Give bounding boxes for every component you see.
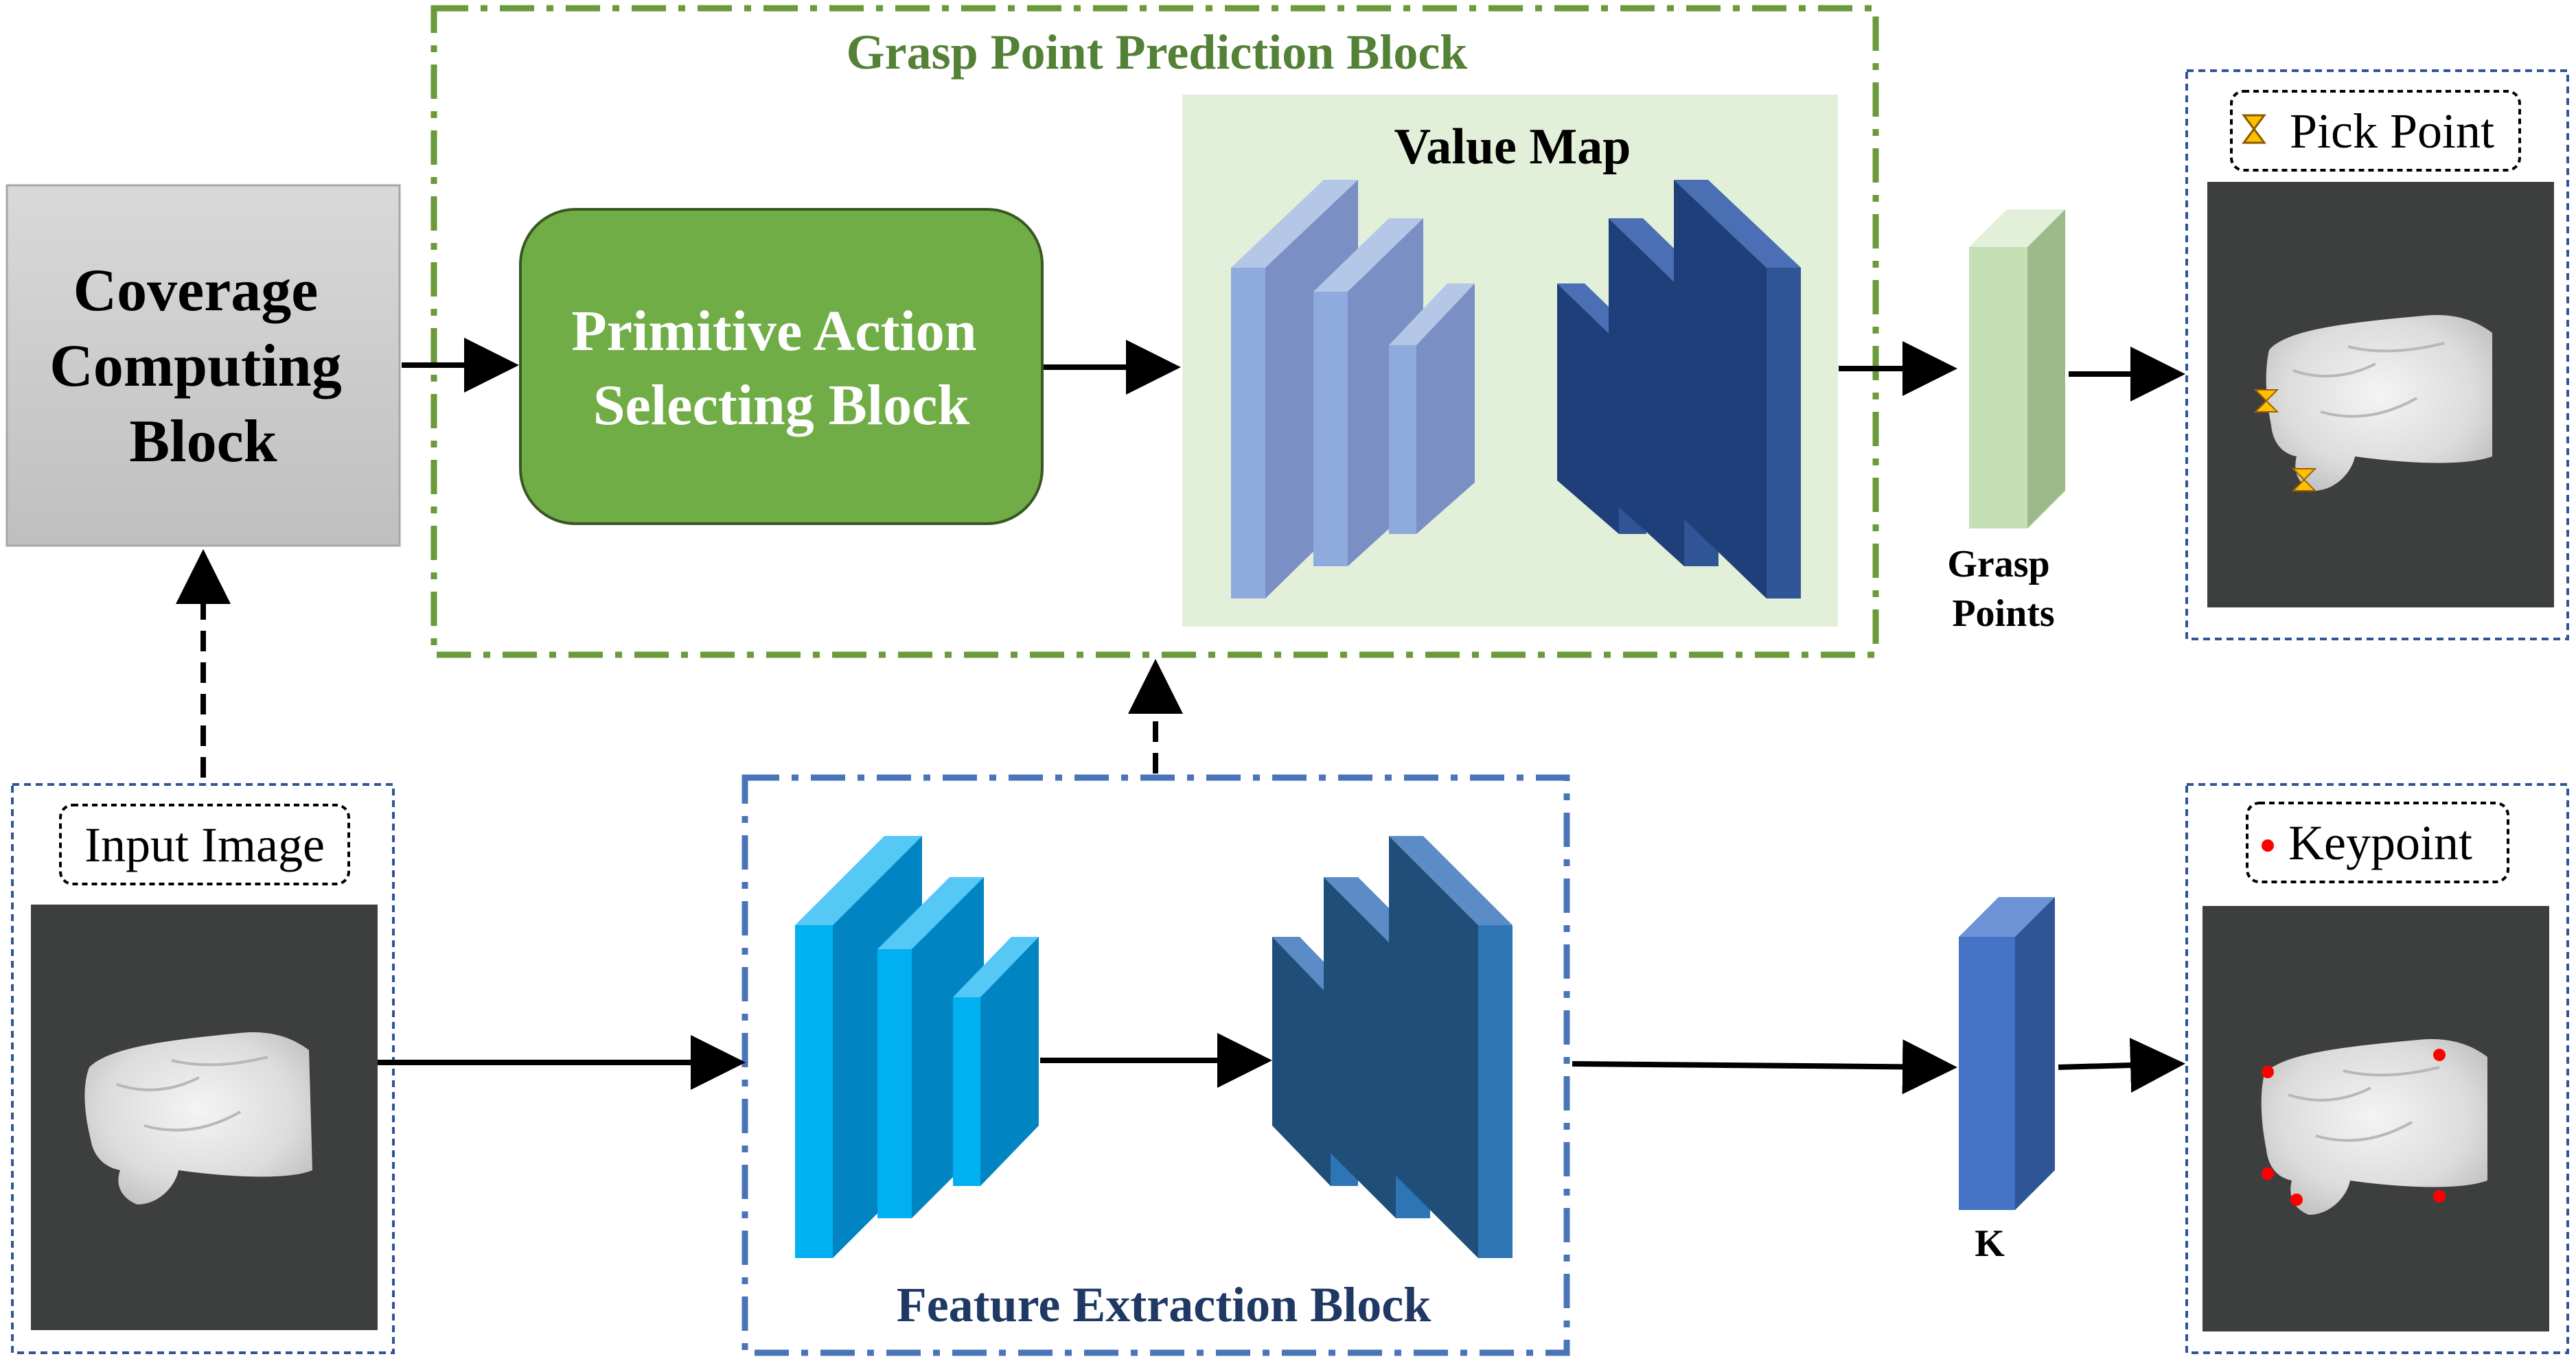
feature-extraction-block: Feature Extraction Block xyxy=(741,774,1570,1356)
pick-marker-2 xyxy=(2291,468,2317,491)
grasp-points-line-1: Grasp xyxy=(1947,543,2049,585)
svg-text:Grasp Points: Grasp Points xyxy=(1947,543,2059,635)
pick-marker-1 xyxy=(2253,389,2279,412)
arrow-feature-to-k xyxy=(1572,1039,1957,1095)
grasp-point-prediction-title: Grasp Point Prediction Block xyxy=(847,25,1468,80)
primitive-line-1: Primitive Action xyxy=(571,299,976,363)
keypoint-marker-1 xyxy=(2262,1066,2274,1078)
coverage-line-1: Coverage xyxy=(73,257,319,324)
grasp-point-prediction-block: Grasp Point Prediction Block xyxy=(430,5,1879,658)
feature-layer-6 xyxy=(1389,836,1513,1258)
grasp-points-bar: Grasp Points xyxy=(1947,209,2065,635)
arrow-k-to-keypoint xyxy=(2058,1038,2185,1093)
svg-text:Coverage Computing: Coverage Computing Block xyxy=(49,257,356,475)
pick-point-panel: Pick Point xyxy=(2185,69,2569,640)
keypoint-image xyxy=(2203,906,2549,1331)
value-map-layer-3 xyxy=(1389,283,1475,534)
keypoint-marker-2 xyxy=(2433,1049,2446,1061)
value-map-layer-6 xyxy=(1674,180,1801,598)
hourglass-icon xyxy=(2242,114,2266,144)
connector-arrows xyxy=(176,338,2185,1095)
input-image xyxy=(31,905,378,1330)
svg-text:Primitive Action Selecti: Primitive Action Selecting Block xyxy=(571,299,991,437)
value-map-encoder-layers xyxy=(1231,180,1475,598)
primitive-line-2: Selecting Block xyxy=(593,373,970,437)
keypoint-panel: Keypoint xyxy=(2185,783,2569,1354)
k-bar: K xyxy=(1959,897,2055,1265)
keypoint-marker-4 xyxy=(2290,1194,2303,1206)
pick-point-label: Pick Point xyxy=(2290,104,2494,159)
feature-decoder-layers xyxy=(1272,836,1513,1258)
keypoint-marker-5 xyxy=(2433,1190,2446,1202)
keypoint-label: Keypoint xyxy=(2288,815,2472,870)
feature-layer-2 xyxy=(877,877,984,1218)
red-dot-icon xyxy=(2262,839,2274,852)
primitive-action-selecting-block: Primitive Action Selecting Block xyxy=(519,208,1044,525)
input-image-panel: Input Image xyxy=(11,783,395,1354)
value-map-layer-2 xyxy=(1313,218,1423,566)
coverage-line-3: Block xyxy=(129,408,277,475)
coverage-computing-block: Coverage Computing Block xyxy=(5,184,401,547)
value-map-panel: Value Map xyxy=(1182,95,1838,627)
feature-encoder-layers xyxy=(795,836,1039,1258)
k-label: K xyxy=(1975,1222,2005,1265)
feature-layer-3 xyxy=(953,937,1039,1186)
keypoint-marker-3 xyxy=(2262,1167,2274,1180)
input-image-label: Input Image xyxy=(84,817,325,872)
coverage-line-2: Computing xyxy=(49,333,341,399)
grasp-points-line-2: Points xyxy=(1952,592,2054,635)
feature-extraction-title: Feature Extraction Block xyxy=(897,1277,1431,1332)
value-map-decoder-layers xyxy=(1557,180,1801,598)
value-map-title: Value Map xyxy=(1394,119,1631,175)
